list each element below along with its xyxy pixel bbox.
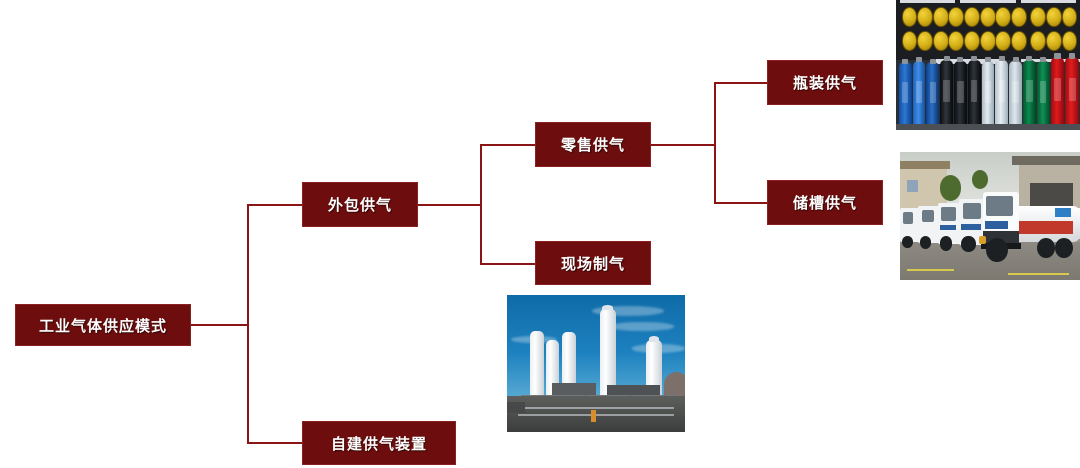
- tanker-truck-fleet-photo: [900, 152, 1080, 280]
- node-cylinder-supply[interactable]: 瓶装供气: [767, 60, 883, 105]
- edge-outsourced-trunk: [417, 204, 482, 206]
- edge-trunk-to-onsite: [480, 263, 536, 265]
- edge-trunk-to-self-built: [247, 442, 303, 444]
- edge-trunk-to-outsourced: [247, 204, 303, 206]
- edge-trunk-to-cylinder: [714, 82, 768, 84]
- node-retail[interactable]: 零售供气: [535, 122, 651, 167]
- node-tank-supply-label: 储槽供气: [792, 195, 857, 212]
- node-self-built-label: 自建供气装置: [330, 435, 427, 453]
- node-onsite-label: 现场制气: [560, 255, 625, 273]
- node-tank-supply[interactable]: 储槽供气: [767, 180, 883, 225]
- node-cylinder-supply-label: 瓶装供气: [792, 75, 857, 92]
- node-root-label: 工业气体供应模式: [38, 317, 167, 335]
- edge-trunk-vertical-l3: [714, 82, 716, 203]
- edge-root-trunk: [190, 324, 249, 326]
- edge-retail-trunk: [650, 144, 716, 146]
- air-separation-plant-photo: [507, 295, 685, 432]
- node-outsourced-label: 外包供气: [327, 197, 392, 214]
- node-self-built[interactable]: 自建供气装置: [302, 421, 456, 465]
- edge-trunk-to-tank: [714, 202, 768, 204]
- gas-cylinders-photo: [896, 0, 1080, 130]
- node-root[interactable]: 工业气体供应模式: [15, 304, 191, 346]
- edge-trunk-vertical-l1: [247, 204, 249, 444]
- edge-trunk-vertical-l2: [480, 144, 482, 264]
- node-retail-label: 零售供气: [560, 137, 625, 154]
- edge-trunk-to-retail: [480, 144, 536, 146]
- node-onsite[interactable]: 现场制气: [535, 241, 651, 285]
- node-outsourced[interactable]: 外包供气: [302, 182, 418, 227]
